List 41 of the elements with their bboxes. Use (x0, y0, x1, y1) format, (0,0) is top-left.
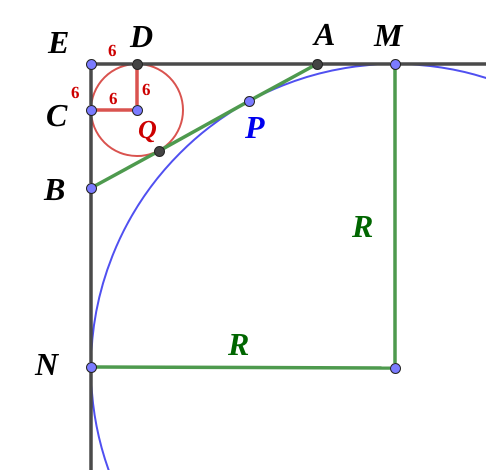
point (86, 104, 96, 116)
length-label: 6 (71, 84, 80, 101)
line-segment (135, 69, 139, 105)
length-label: R (228, 328, 250, 360)
point-label: N (35, 348, 58, 380)
line-segment (322, 62, 390, 66)
line-segment (96, 108, 132, 112)
point (132, 104, 142, 116)
point (132, 58, 142, 70)
line-segment (400, 62, 486, 66)
length-label: R (352, 210, 374, 242)
point (390, 362, 400, 374)
point-label: P (245, 111, 265, 143)
length-label: 6 (142, 81, 150, 98)
length-label: 6 (108, 42, 116, 59)
length-label: 6 (109, 90, 118, 107)
line-segment (162, 102, 246, 150)
point (244, 96, 254, 106)
point (86, 58, 96, 70)
line-segment (96, 62, 132, 66)
point (154, 146, 164, 156)
line-segment (89, 372, 93, 470)
point-label: A (314, 18, 336, 50)
point-label: Q (138, 117, 157, 143)
point (86, 182, 96, 194)
line-segment (94, 152, 156, 188)
point (86, 362, 96, 372)
line-segment (89, 115, 93, 183)
point (390, 58, 400, 70)
line-segment (142, 62, 312, 66)
point-label: C (46, 99, 68, 131)
point (312, 58, 322, 70)
point-label: M (374, 19, 402, 51)
line-segment (96, 365, 390, 370)
point-label: E (48, 26, 70, 58)
line-segment (393, 69, 397, 363)
line-segment (252, 64, 314, 100)
point-label: B (44, 173, 66, 205)
point-label: D (130, 20, 154, 52)
line-segment (89, 193, 93, 362)
line-segment (89, 69, 93, 105)
